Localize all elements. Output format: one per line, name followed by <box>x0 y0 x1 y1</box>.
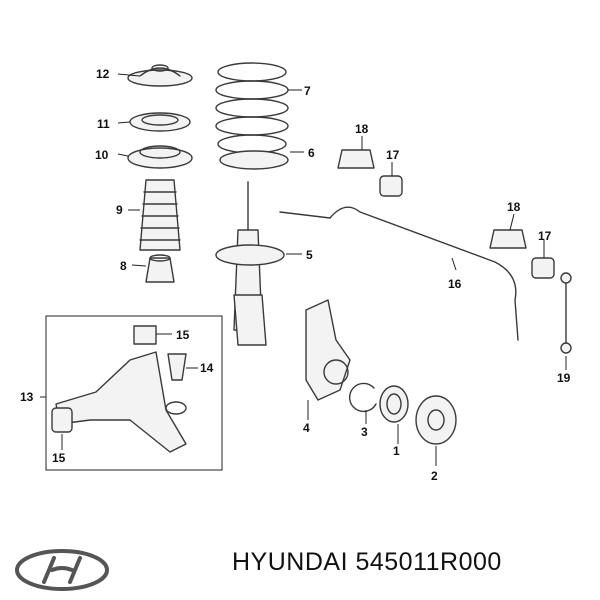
stabilizer-bushing-right <box>531 257 555 279</box>
callout-8: 8 <box>120 259 127 273</box>
callout-5: 5 <box>306 248 313 262</box>
hyundai-logo-icon <box>15 549 109 591</box>
coil-spring <box>215 62 289 154</box>
bump-stop <box>145 254 175 283</box>
callout-7: 7 <box>304 84 311 98</box>
callout-2: 2 <box>431 469 438 483</box>
wheel-bearing <box>379 385 409 423</box>
lower-arm-group <box>45 315 223 471</box>
spring-insulator <box>219 150 289 170</box>
strut-bearing <box>129 112 191 132</box>
callout-13: 13 <box>20 390 34 404</box>
callout-17-right: 17 <box>538 229 552 243</box>
part-number: 545011R000 <box>355 548 502 576</box>
shock-absorber <box>215 181 285 346</box>
callout-labels: 1 2 3 4 5 6 7 8 9 10 11 12 13 14 15 15 1… <box>20 67 571 483</box>
stabilizer-link <box>560 272 572 354</box>
callout-18-left: 18 <box>355 122 369 136</box>
stabilizer-bar <box>279 206 519 341</box>
snap-ring <box>348 382 377 413</box>
callout-9: 9 <box>116 203 123 217</box>
upper-spring-seat <box>127 145 193 169</box>
callout-3: 3 <box>361 425 368 439</box>
stabilizer-bracket-right <box>489 229 527 249</box>
callout-18-right: 18 <box>507 200 521 214</box>
leader-lines <box>40 73 567 466</box>
callout-14: 14 <box>200 361 214 375</box>
callout-19: 19 <box>557 371 571 385</box>
dust-boot <box>139 179 181 251</box>
brand-name: HYUNDAI <box>232 548 349 576</box>
callout-15-lower: 15 <box>52 451 66 465</box>
callout-10: 10 <box>95 148 109 162</box>
callout-4: 4 <box>303 421 310 435</box>
callout-12: 12 <box>96 67 110 81</box>
strut-mount <box>127 64 193 87</box>
callout-6: 6 <box>308 146 315 160</box>
callout-15-upper: 15 <box>176 328 190 342</box>
wheel-hub <box>415 395 457 445</box>
stabilizer-bracket-left <box>337 149 375 169</box>
callout-1: 1 <box>393 444 400 458</box>
callout-11: 11 <box>97 117 110 131</box>
part-caption: HYUNDAI 545011R000 <box>232 548 592 588</box>
stabilizer-bushing-left <box>379 175 403 197</box>
callout-17-left: 17 <box>386 148 400 162</box>
callout-16: 16 <box>448 277 462 291</box>
steering-knuckle <box>305 299 351 401</box>
